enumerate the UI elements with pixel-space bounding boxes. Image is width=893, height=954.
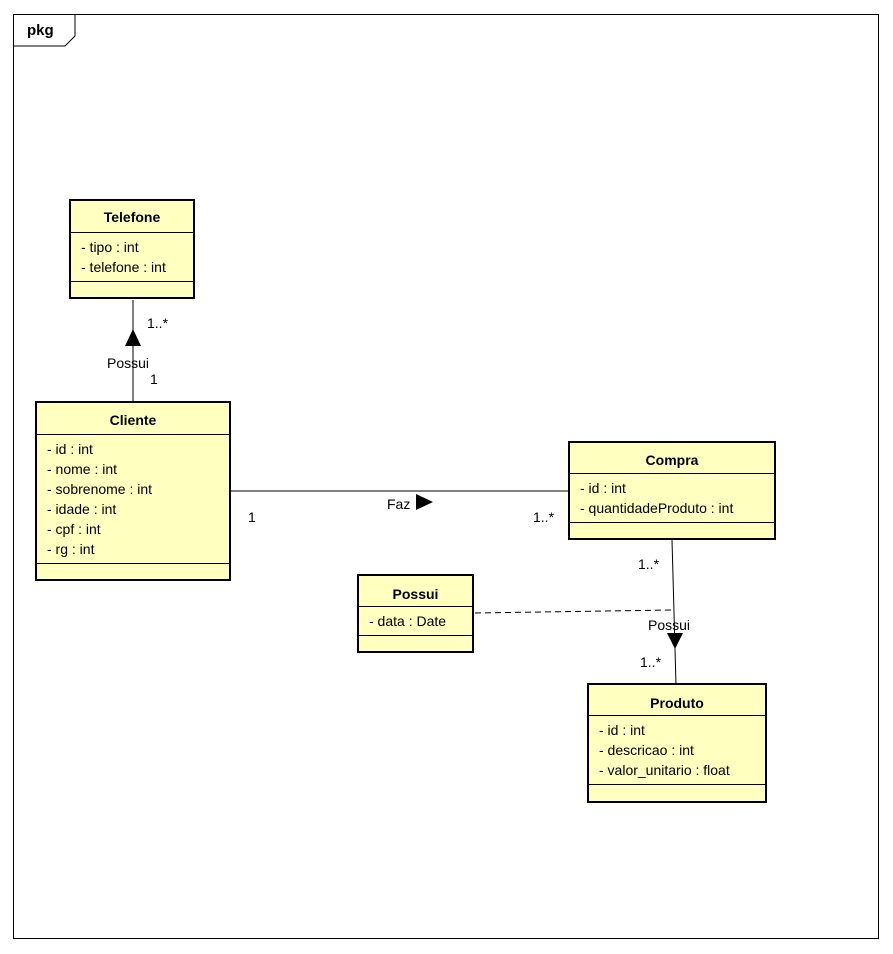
mult-cliente-end: 1 — [248, 509, 256, 525]
attribute: - data : Date — [369, 613, 447, 629]
class-name: Cliente — [37, 403, 229, 435]
assoc-arrow-compra-produto — [667, 633, 683, 649]
attribute: - descricao : int — [599, 742, 694, 758]
class-name: Compra — [570, 443, 774, 474]
association-class-link — [474, 609, 673, 614]
mult-telefone-end: 1..* — [147, 315, 169, 331]
package-label: pkg — [27, 22, 54, 39]
attribute: - id : int — [580, 480, 626, 496]
attribute-list: - data : Date — [359, 607, 472, 636]
attribute: - telefone : int — [81, 259, 166, 275]
assoc-label-compra-produto: Possui — [648, 617, 691, 633]
class-cliente[interactable]: Cliente - id : int - nome : int - sobren… — [35, 401, 231, 581]
class-produto[interactable]: Produto - id : int - descricao : int - v… — [587, 683, 767, 803]
attribute-list: - tipo : int - telefone : int — [71, 233, 193, 282]
class-name: Telefone — [71, 201, 193, 233]
class-possui[interactable]: Possui - data : Date — [357, 574, 474, 653]
class-telefone[interactable]: Telefone - tipo : int - telefone : int — [69, 199, 195, 299]
class-name: Produto — [589, 685, 765, 716]
attribute: - rg : int — [47, 541, 95, 557]
class-compra[interactable]: Compra - id : int - quantidadeProduto : … — [568, 441, 776, 540]
assoc-line-compra-produto — [671, 539, 677, 686]
attribute: - nome : int — [47, 461, 118, 477]
assoc-arrow-cliente-telefone — [125, 329, 141, 346]
attribute-list: - id : int - descricao : int - valor_uni… — [589, 716, 765, 785]
mult-produto-end: 1..* — [640, 654, 662, 670]
mult-compra-end: 1..* — [638, 556, 660, 572]
attribute: - cpf : int — [47, 521, 101, 537]
assoc-label-cliente-compra: Faz — [387, 496, 411, 512]
mult-compra-end: 1..* — [533, 509, 555, 525]
attribute: - id : int — [47, 441, 93, 457]
mult-cliente-end: 1 — [150, 371, 158, 387]
attribute: - tipo : int — [81, 239, 139, 255]
attribute: - idade : int — [47, 501, 117, 517]
attribute: - sobrenome : int — [47, 481, 153, 497]
package-frame — [13, 14, 879, 939]
attribute-list: - id : int - nome : int - sobrenome : in… — [37, 435, 229, 564]
attribute: - id : int — [599, 722, 645, 738]
class-name: Possui — [359, 576, 472, 607]
attribute-list: - id : int - quantidadeProduto : int — [570, 474, 774, 523]
assoc-arrow-cliente-compra — [416, 494, 433, 510]
attribute: - valor_unitario : float — [599, 762, 730, 778]
package-tab — [13, 14, 76, 47]
assoc-label-cliente-telefone: Possui — [107, 355, 150, 371]
attribute: - quantidadeProduto : int — [580, 500, 734, 516]
